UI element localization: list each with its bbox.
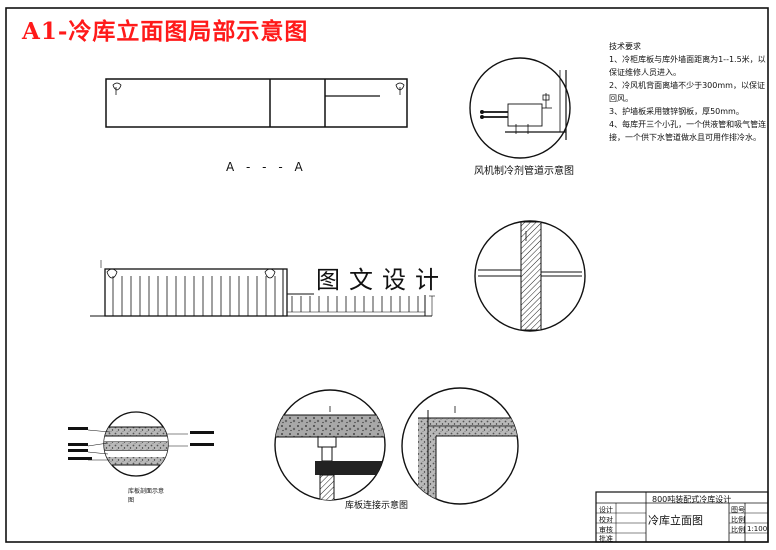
note-item: 2、冷风机背面离墙不少于300mm，以保证回风。 — [609, 81, 765, 103]
title-block-scale: 1:100 — [747, 525, 768, 533]
title-block-label: 图号 — [731, 506, 745, 514]
panel-section-detail — [68, 411, 214, 477]
title-block-project: 800吨装配式冷库设计 — [652, 495, 732, 504]
technical-notes: 技术要求 1、冷柜库板与库外墙面距离为1--1.5米，以保证维修人员进入。 2、… — [609, 40, 767, 144]
banner-title: A1-冷库立面图局部示意图 — [22, 18, 309, 45]
note-item: 3、护墙板采用镀锌钢板，厚50mm。 — [609, 107, 744, 116]
title-block-label: 审核 — [599, 526, 613, 534]
panel-joint-detail-right — [401, 387, 519, 505]
title-block — [595, 491, 769, 543]
title-block-label: 批准 — [599, 535, 613, 543]
title-block-drawing-title: 冷库立面图 — [648, 514, 703, 527]
note-item: 4、每库开三个小孔，一个供液管和吸气管连接，一个供下水管道做水且可用作排冷水。 — [609, 120, 767, 142]
fan-pipe-detail — [469, 57, 571, 159]
fan-detail-caption: 风机制冷剂管道示意图 — [474, 166, 574, 177]
sheet-border — [5, 7, 769, 543]
wall-pipe-detail — [474, 220, 586, 332]
title-block-label: 比例 — [731, 526, 745, 534]
watermark-text: 图文设计 — [314, 260, 450, 295]
notes-heading: 技术要求 — [609, 42, 641, 51]
title-block-label: 比例 — [731, 516, 745, 524]
panel-section-caption: 库板剖面示意图 — [128, 488, 165, 504]
note-item: 1、冷柜库板与库外墙面距离为1--1.5米，以保证维修人员进入。 — [609, 55, 766, 77]
panel-joint-caption: 库板连接示意图 — [345, 501, 409, 511]
title-block-label: 设计 — [599, 506, 613, 514]
plan-view-a-a — [105, 78, 408, 128]
title-block-label: 校对 — [599, 516, 613, 524]
section-label: A - - - A — [226, 160, 307, 174]
elevation-view — [90, 260, 435, 317]
panel-joint-detail-left — [274, 389, 386, 501]
